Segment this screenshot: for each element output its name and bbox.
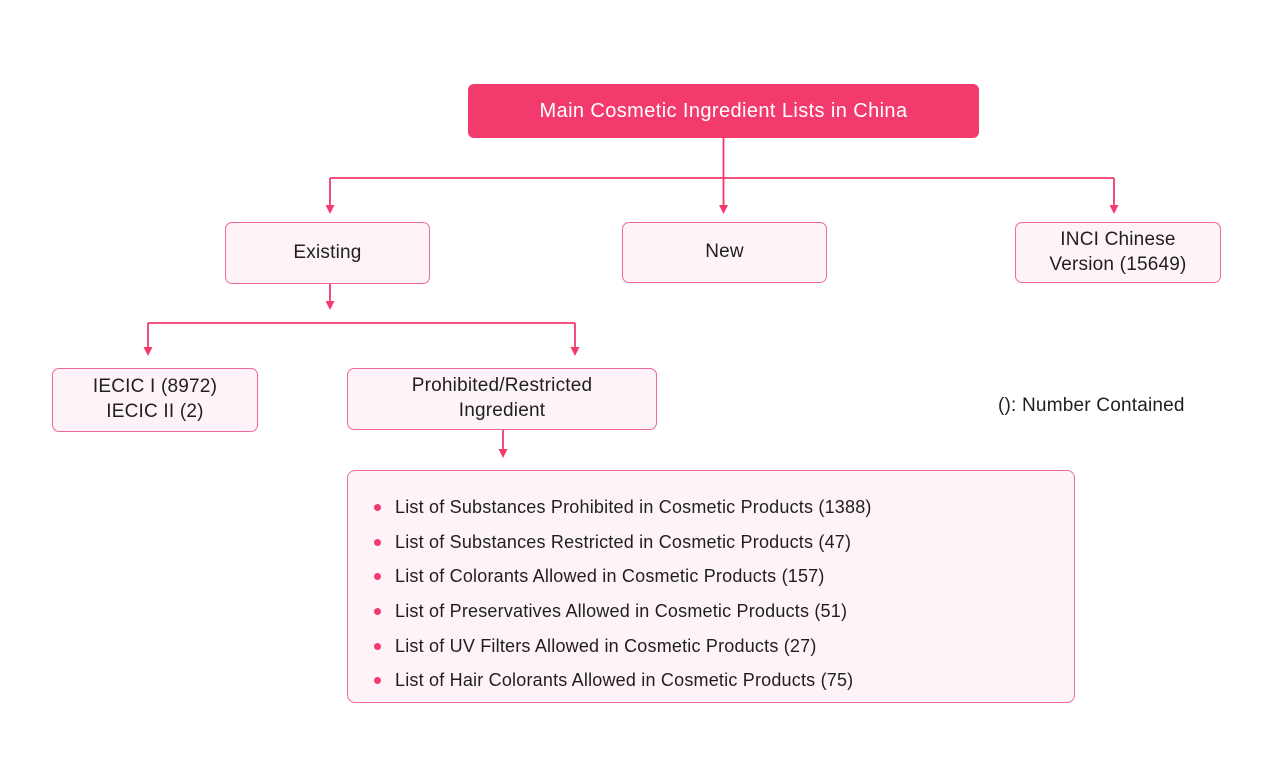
node-existing: Existing <box>225 222 430 284</box>
list-item-label: List of Substances Prohibited in Cosmeti… <box>395 496 872 517</box>
list-item-label: List of Preservatives Allowed in Cosmeti… <box>395 600 848 621</box>
list-item-label: List of Substances Restricted in Cosmeti… <box>395 531 852 552</box>
bullet-icon <box>374 677 381 685</box>
list-item: List of Substances Restricted in Cosmeti… <box>374 525 1064 560</box>
list-item-label: List of UV Filters Allowed in Cosmetic P… <box>395 635 817 656</box>
root-title-label: Main Cosmetic Ingredient Lists in China <box>539 100 908 122</box>
list-item: List of UV Filters Allowed in Cosmetic P… <box>374 629 1064 664</box>
node-prohibited-label-line2: Ingredient <box>458 400 546 421</box>
node-new: New <box>622 222 827 283</box>
list-item-label: List of Hair Colorants Allowed in Cosmet… <box>395 670 854 691</box>
node-inci-label-line1: INCI Chinese <box>1060 228 1176 250</box>
prohibited-lists: List of Substances Prohibited in Cosmeti… <box>348 471 1074 698</box>
bullet-icon <box>374 607 381 615</box>
prohibited-lists-box: List of Substances Prohibited in Cosmeti… <box>347 470 1075 703</box>
bullet-icon <box>374 642 381 650</box>
bullet-icon <box>374 538 381 546</box>
bullet-icon <box>374 573 381 581</box>
list-item: List of Hair Colorants Allowed in Cosmet… <box>374 663 1064 698</box>
node-new-label: New <box>705 241 744 263</box>
node-iecic-label-line1: IECIC I (8972) <box>92 376 218 398</box>
node-iecic-label-line2: IECIC II (2) <box>106 401 204 422</box>
node-inci-chinese-version: INCI Chinese Version (15649) <box>1015 222 1221 283</box>
list-item-label: List of Colorants Allowed in Cosmetic Pr… <box>395 566 825 587</box>
list-item: List of Preservatives Allowed in Cosmeti… <box>374 594 1064 629</box>
node-existing-label: Existing <box>293 241 362 263</box>
list-item: List of Substances Prohibited in Cosmeti… <box>374 490 1064 525</box>
node-prohibited-label-line1: Prohibited/Restricted <box>411 375 593 397</box>
node-prohibited-restricted: Prohibited/Restricted Ingredient <box>347 368 657 430</box>
node-inci-label-line2: Version (15649) <box>1049 253 1187 275</box>
bullet-icon <box>374 503 381 511</box>
node-root-title: Main Cosmetic Ingredient Lists in China <box>468 84 979 138</box>
list-item: List of Colorants Allowed in Cosmetic Pr… <box>374 559 1064 594</box>
legend-note: (): Number Contained <box>998 395 1185 416</box>
node-iecic: IECIC I (8972) IECIC II (2) <box>52 368 258 432</box>
